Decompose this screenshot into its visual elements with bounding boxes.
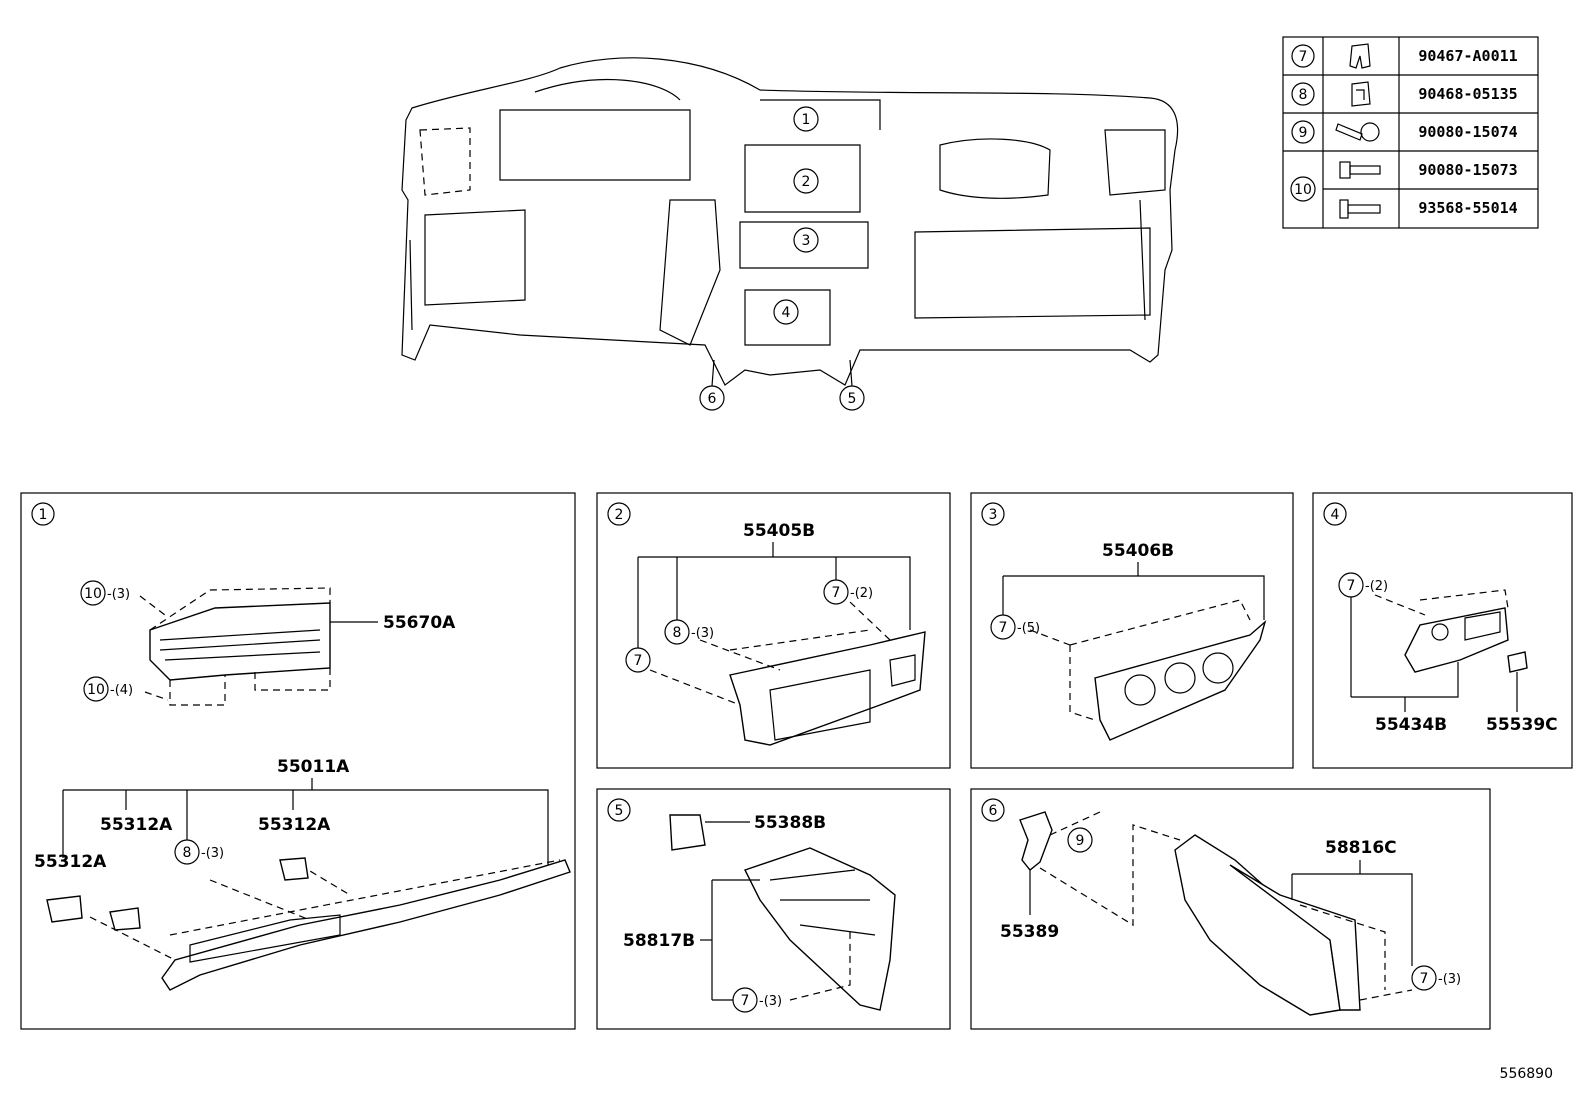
panel-4-label: 4: [1331, 507, 1340, 523]
callout-5: 5: [848, 391, 857, 407]
fastener-table: 7 8 9 10 90467-A0011 90468-05135 90080-1…: [1282, 36, 1539, 229]
qty-7-panel2: -(2): [850, 586, 873, 601]
qty-7-panel5: -(3): [759, 994, 782, 1009]
qty-7-panel4: -(2): [1365, 579, 1388, 594]
panel-1: 1 55670A 10 -(3) 10 -(4) 55011A 55312A 5…: [20, 492, 576, 1030]
table-part-90080-15074: 90080-15074: [1418, 123, 1517, 141]
callout-8-panel2: 8: [673, 625, 682, 641]
panel-5: 5 55388B 58817B 7 -(3): [596, 788, 951, 1030]
table-ref-9: 9: [1299, 125, 1308, 141]
callout-2: 2: [802, 174, 811, 190]
table-ref-7: 7: [1299, 49, 1308, 65]
callout-10-a: 10: [84, 586, 102, 602]
table-ref-10: 10: [1294, 182, 1312, 198]
panel-2: 2 55405B 7 -(2) 8 -(3) 7: [596, 492, 951, 769]
clip-icon: [1349, 43, 1371, 69]
panel-2-label: 2: [615, 507, 624, 523]
callout-7-panel6: 7: [1420, 971, 1429, 987]
panel-6: 6 55389 9 58816C 7 -(3): [970, 788, 1491, 1030]
table-part-90467: 90467-A0011: [1418, 47, 1517, 65]
panel-1-label: 1: [39, 507, 48, 523]
diagram-id: 556890: [1500, 1066, 1553, 1082]
part-55312A-right: 55312A: [258, 815, 331, 835]
qty-10-a: -(3): [107, 587, 130, 602]
panel-4: 4 7 -(2) 55434B 55539C: [1312, 492, 1573, 769]
overview-callouts: 1 2 3 4 5 6: [699, 106, 865, 411]
callout-9-panel6: 9: [1076, 833, 1085, 849]
callout-7-panel4: 7: [1347, 578, 1356, 594]
panel-3-label: 3: [989, 507, 998, 523]
callout-3: 3: [802, 233, 811, 249]
callout-10-b: 10: [87, 682, 105, 698]
part-58816C: 58816C: [1325, 838, 1397, 858]
callout-7-panel2-b: 7: [634, 653, 643, 669]
part-55405B: 55405B: [743, 521, 815, 541]
bolt-icon: [1339, 161, 1381, 179]
panel-5-label: 5: [615, 803, 624, 819]
part-55670A: 55670A: [383, 613, 456, 633]
table-part-90080-15073: 90080-15073: [1418, 161, 1517, 179]
callout-1: 1: [802, 112, 811, 128]
callout-8-panel1: 8: [183, 845, 192, 861]
part-55434B: 55434B: [1375, 715, 1447, 735]
callout-7-panel3: 7: [999, 620, 1008, 636]
callout-7-panel5: 7: [741, 993, 750, 1009]
part-55011A: 55011A: [277, 757, 350, 777]
part-55406B: 55406B: [1102, 541, 1174, 561]
qty-7-panel6: -(3): [1438, 972, 1461, 987]
callout-7-panel2-a: 7: [832, 585, 841, 601]
part-55388B: 55388B: [754, 813, 826, 833]
part-58817B: 58817B: [623, 931, 695, 951]
table-part-93568: 93568-55014: [1418, 199, 1517, 217]
screw-icon: [1335, 122, 1380, 142]
part-55389: 55389: [1000, 922, 1059, 942]
callout-4: 4: [782, 305, 791, 321]
part-55312A-left: 55312A: [34, 852, 107, 872]
panel-6-label: 6: [989, 803, 998, 819]
instrument-panel-overview: [401, 57, 1179, 386]
panel-3: 3 55406B 7 -(5): [970, 492, 1294, 769]
part-55539C: 55539C: [1486, 715, 1558, 735]
nut-clip-icon: [1351, 81, 1371, 107]
qty-8-panel2: -(3): [691, 626, 714, 641]
callout-6: 6: [708, 391, 717, 407]
table-ref-8: 8: [1299, 87, 1308, 103]
qty-10-b: -(4): [110, 683, 133, 698]
table-part-90468: 90468-05135: [1418, 85, 1517, 103]
qty-8-panel1: -(3): [201, 846, 224, 861]
bolt-washer-icon: [1339, 199, 1381, 219]
qty-7-panel3: -(5): [1017, 621, 1040, 636]
part-55312A-center: 55312A: [100, 815, 173, 835]
